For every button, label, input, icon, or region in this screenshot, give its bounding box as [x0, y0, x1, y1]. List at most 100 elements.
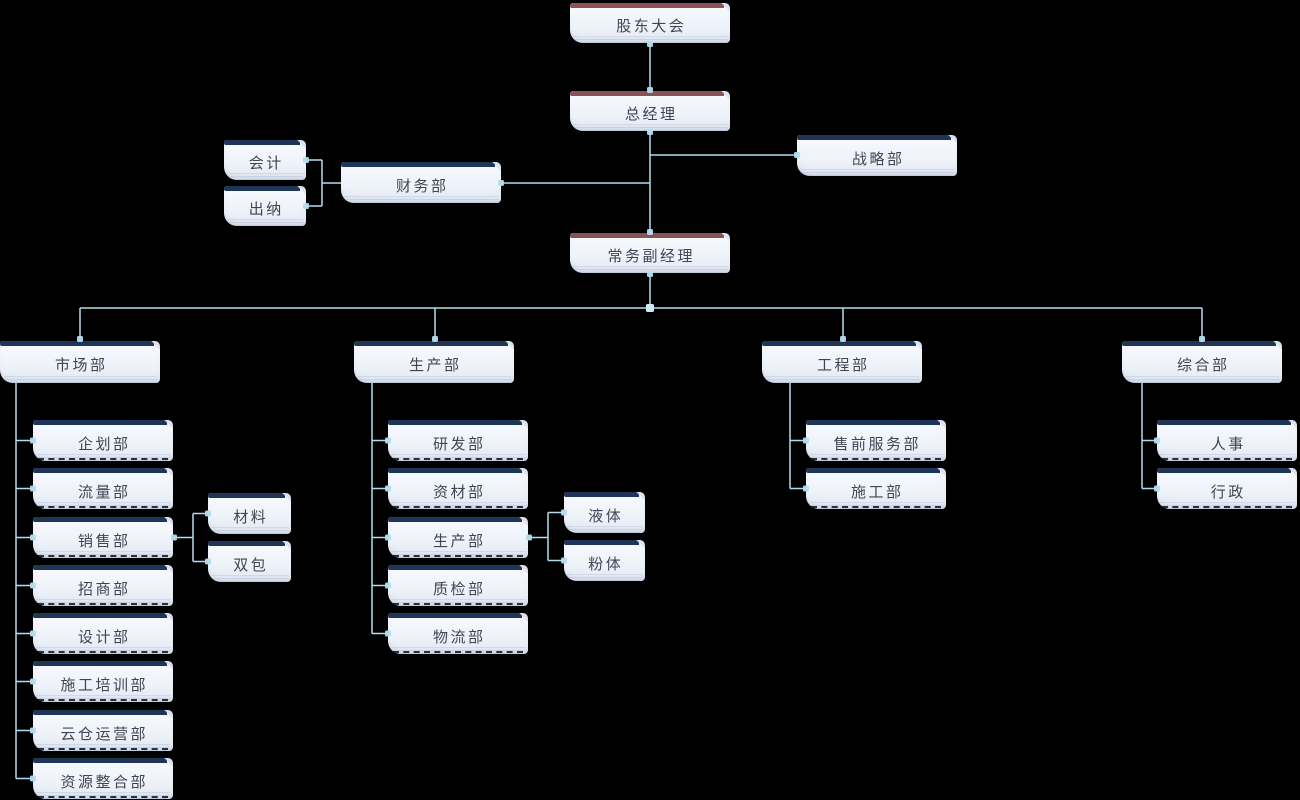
node-label: 售前服务部: [833, 435, 921, 453]
node-label: 战略部: [851, 150, 905, 168]
node-label: 流量部: [77, 483, 131, 501]
org-node-rd-dept[interactable]: 研发部: [388, 420, 528, 461]
node-accent-bar: [762, 341, 916, 346]
node-corner-fold-icon: [519, 613, 528, 622]
node-accent-bar: [224, 140, 300, 145]
node-accent-bar: [806, 468, 940, 473]
org-node-finance-dept[interactable]: 财务部: [341, 162, 501, 203]
node-corner-fold-icon: [1288, 420, 1297, 429]
org-node-cashier[interactable]: 出纳: [224, 186, 306, 226]
node-accent-bar: [388, 468, 522, 473]
org-node-production-dept[interactable]: 生产部: [354, 341, 514, 383]
node-corner-fold-icon: [297, 186, 306, 195]
node-corner-fold-icon: [519, 517, 528, 526]
node-label: 企划部: [77, 435, 131, 453]
org-node-sales-dept[interactable]: 销售部: [33, 517, 173, 558]
node-accent-bar: [33, 613, 167, 618]
org-node-liquid[interactable]: 液体: [564, 492, 645, 533]
org-node-cloud-warehouse-ops-dept[interactable]: 云仓运营部: [33, 710, 173, 751]
node-label: 会计: [248, 155, 284, 172]
node-label: 销售部: [77, 532, 131, 550]
org-node-traffic-dept[interactable]: 流量部: [33, 468, 173, 509]
node-label: 总经理: [624, 106, 678, 123]
node-accent-bar: [388, 517, 522, 522]
node-label: 液体: [588, 507, 624, 525]
node-accent-bar: [33, 565, 167, 570]
node-corner-fold-icon: [505, 341, 514, 350]
node-corner-fold-icon: [519, 468, 528, 477]
node-corner-fold-icon: [948, 135, 957, 144]
node-accent-bar: [33, 420, 167, 425]
node-accent-bar: [208, 541, 285, 546]
org-node-general-affairs-dept[interactable]: 综合部: [1122, 341, 1282, 383]
node-label: 设计部: [77, 628, 131, 646]
org-node-hr[interactable]: 人事: [1157, 420, 1297, 461]
node-accent-bar: [388, 613, 522, 618]
node-label: 股东大会: [616, 18, 687, 35]
node-accent-bar: [564, 540, 639, 545]
node-accent-bar: [1122, 341, 1276, 346]
node-label: 行政: [1210, 483, 1246, 501]
org-node-investment-dept[interactable]: 招商部: [33, 565, 173, 606]
node-corner-fold-icon: [1273, 341, 1282, 350]
node-corner-fold-icon: [1288, 468, 1297, 477]
node-corner-fold-icon: [721, 91, 730, 100]
org-node-strategy-dept[interactable]: 战略部: [797, 135, 957, 176]
org-node-materials-supply-dept[interactable]: 资材部: [388, 468, 528, 509]
node-corner-fold-icon: [913, 341, 922, 350]
org-node-admin[interactable]: 行政: [1157, 468, 1297, 509]
org-node-design-dept[interactable]: 设计部: [33, 613, 173, 654]
node-corner-fold-icon: [164, 758, 173, 767]
node-accent-bar: [388, 565, 522, 570]
node-corner-fold-icon: [297, 140, 306, 149]
org-node-planning-dept[interactable]: 企划部: [33, 420, 173, 461]
node-corner-fold-icon: [636, 540, 645, 549]
node-label: 双包: [233, 556, 269, 574]
node-label: 财务部: [395, 177, 449, 195]
node-accent-bar: [570, 233, 724, 238]
node-label: 招商部: [77, 580, 131, 598]
node-label: 云仓运营部: [60, 725, 148, 743]
node-accent-bar: [224, 186, 300, 191]
node-corner-fold-icon: [282, 541, 291, 550]
node-corner-fold-icon: [164, 517, 173, 526]
node-corner-fold-icon: [519, 420, 528, 429]
node-accent-bar: [1157, 420, 1291, 425]
org-node-engineering-dept[interactable]: 工程部: [762, 341, 922, 383]
node-accent-bar: [208, 493, 285, 498]
node-accent-bar: [354, 341, 508, 346]
node-accent-bar: [33, 468, 167, 473]
node-corner-fold-icon: [937, 468, 946, 477]
org-node-shareholders-meeting[interactable]: 股东大会: [570, 3, 730, 43]
org-node-materials[interactable]: 材料: [208, 493, 291, 534]
node-corner-fold-icon: [636, 492, 645, 501]
org-node-quality-inspection-dept[interactable]: 质检部: [388, 565, 528, 606]
org-node-powder[interactable]: 粉体: [564, 540, 645, 581]
org-node-construction-training-dept[interactable]: 施工培训部: [33, 661, 173, 702]
org-node-logistics-dept[interactable]: 物流部: [388, 613, 528, 654]
node-corner-fold-icon: [151, 341, 160, 350]
node-label: 质检部: [432, 580, 486, 598]
org-node-general-manager[interactable]: 总经理: [570, 91, 730, 131]
org-node-construction-dept[interactable]: 施工部: [806, 468, 946, 509]
org-node-presales-service-dept[interactable]: 售前服务部: [806, 420, 946, 461]
node-label: 综合部: [1176, 357, 1230, 374]
node-label: 常务副经理: [607, 248, 695, 265]
org-node-marketing-dept[interactable]: 市场部: [0, 341, 160, 383]
node-accent-bar: [0, 341, 154, 346]
node-label: 出纳: [248, 201, 284, 218]
node-corner-fold-icon: [164, 613, 173, 622]
node-label: 生产部: [432, 532, 486, 550]
org-node-resource-integration-dept[interactable]: 资源整合部: [33, 758, 173, 799]
node-corner-fold-icon: [937, 420, 946, 429]
org-node-dual-contract[interactable]: 双包: [208, 541, 291, 582]
node-accent-bar: [33, 517, 167, 522]
connector-junction-dot: [646, 304, 654, 312]
node-corner-fold-icon: [721, 3, 730, 12]
org-node-executive-deputy-manager[interactable]: 常务副经理: [570, 233, 730, 273]
node-label: 人事: [1210, 435, 1246, 453]
org-node-accounting[interactable]: 会计: [224, 140, 306, 180]
node-label: 资源整合部: [60, 773, 148, 791]
org-node-production-sub-dept[interactable]: 生产部: [388, 517, 528, 558]
node-accent-bar: [570, 91, 724, 96]
